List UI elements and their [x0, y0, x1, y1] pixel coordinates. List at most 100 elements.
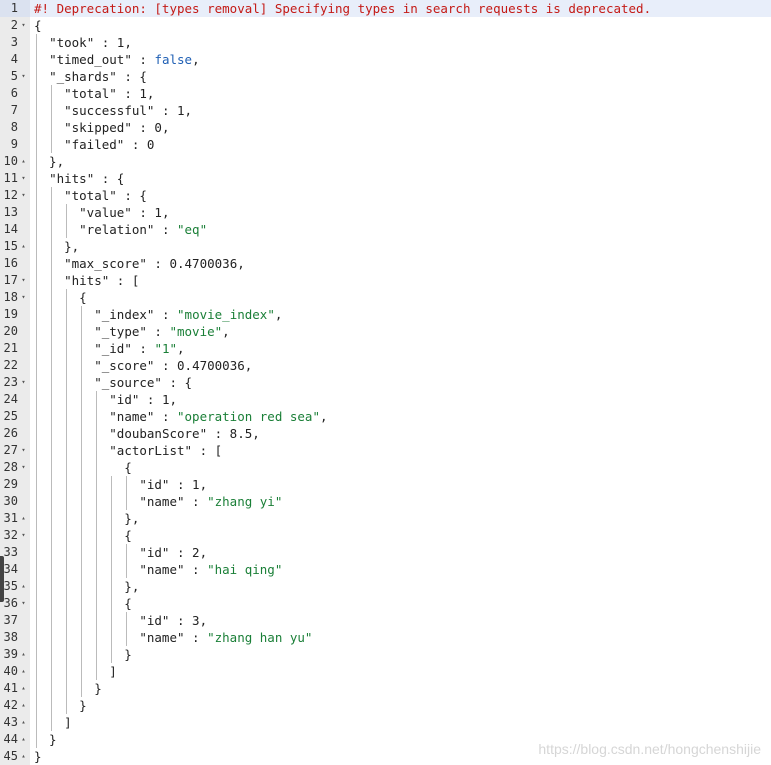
line-number: 38 — [3, 630, 18, 644]
watermark-text: https://blog.csdn.net/hongchenshijie — [538, 741, 761, 757]
fold-close-icon[interactable]: ▴ — [21, 157, 26, 165]
line-number: 1 — [10, 1, 18, 15]
deprecation-warning: #! Deprecation: [types removal] Specifyi… — [34, 1, 652, 16]
line-number: 45 — [3, 749, 18, 763]
code-line: 28▾ { — [0, 459, 771, 476]
scroll-marker[interactable] — [0, 556, 4, 602]
line-number: 26 — [3, 426, 18, 440]
code-line: 23▾ "_source" : { — [0, 374, 771, 391]
code-text: } — [34, 749, 42, 764]
fold-open-icon[interactable]: ▾ — [21, 174, 26, 182]
code-line: 37 "id" : 3, — [0, 612, 771, 629]
code-line: 39▴ } — [0, 646, 771, 663]
line-number: 21 — [3, 341, 18, 355]
indent-guide — [111, 476, 112, 663]
code-text: "actorList" : [ — [109, 443, 223, 458]
line-number: 27 — [3, 443, 18, 457]
code-line: 4 "timed_out" : false, — [0, 51, 771, 68]
code-text: { — [34, 290, 87, 305]
line-number-gutter — [0, 0, 30, 765]
fold-open-icon[interactable]: ▾ — [21, 191, 26, 199]
line-number: 29 — [3, 477, 18, 491]
code-line: 6 "total" : 1, — [0, 85, 771, 102]
code-line: 8 "skipped" : 0, — [0, 119, 771, 136]
line-number: 32 — [3, 528, 18, 542]
code-text: "_shards" : { — [49, 69, 147, 84]
line-number: 28 — [3, 460, 18, 474]
line-number: 41 — [3, 681, 18, 695]
line-number: 4 — [10, 52, 18, 66]
code-line: 12▾ "total" : { — [0, 187, 771, 204]
fold-open-icon[interactable]: ▾ — [21, 599, 26, 607]
line-number: 5 — [10, 69, 18, 83]
indent-guide — [96, 391, 97, 680]
fold-close-icon[interactable]: ▴ — [21, 701, 26, 709]
line-number: 30 — [3, 494, 18, 508]
fold-open-icon[interactable]: ▾ — [21, 446, 26, 454]
line-number: 36 — [3, 596, 18, 610]
fold-close-icon[interactable]: ▴ — [21, 735, 26, 743]
indent-guide — [66, 289, 67, 714]
fold-close-icon[interactable]: ▴ — [21, 514, 26, 522]
code-text: { — [34, 460, 132, 475]
code-line: 27▾ "actorList" : [ — [0, 442, 771, 459]
fold-close-icon[interactable]: ▴ — [21, 684, 26, 692]
code-text: } — [34, 647, 132, 662]
code-text: "total" : { — [64, 188, 147, 203]
fold-open-icon[interactable]: ▾ — [21, 463, 26, 471]
line-number: 33 — [3, 545, 18, 559]
code-line: 20 "_type" : "movie", — [0, 323, 771, 340]
fold-open-icon[interactable]: ▾ — [21, 531, 26, 539]
fold-close-icon[interactable]: ▴ — [21, 582, 26, 590]
fold-open-icon[interactable]: ▾ — [21, 21, 26, 29]
code-text: "id" : 1, — [109, 392, 178, 407]
line-number: 11 — [3, 171, 18, 185]
code-text: "successful" : 1, — [64, 103, 193, 118]
code-line: 24 "id" : 1, — [0, 391, 771, 408]
code-line: 19 "_index" : "movie_index", — [0, 306, 771, 323]
code-line: 44▴ } — [0, 731, 771, 748]
code-text: "name" : "hai qing" — [139, 562, 283, 577]
line-number: 15 — [3, 239, 18, 253]
fold-close-icon[interactable]: ▴ — [21, 718, 26, 726]
code-line: 38 "name" : "zhang han yu" — [0, 629, 771, 646]
fold-open-icon[interactable]: ▾ — [21, 276, 26, 284]
code-line: 17▾ "hits" : [ — [0, 272, 771, 289]
line-number: 9 — [10, 137, 18, 151]
code-text: "_score" : 0.4700036, — [94, 358, 253, 373]
line-number: 17 — [3, 273, 18, 287]
fold-open-icon[interactable]: ▾ — [21, 293, 26, 301]
code-text: "id" : 1, — [139, 477, 208, 492]
fold-close-icon[interactable]: ▴ — [21, 650, 26, 658]
line-number: 39 — [3, 647, 18, 661]
code-line: 1 #! Deprecation: [types removal] Specify… — [0, 0, 771, 17]
code-text: } — [34, 698, 87, 713]
line-number: 42 — [3, 698, 18, 712]
code-text: "_type" : "movie", — [94, 324, 230, 339]
indent-guide — [51, 85, 52, 153]
code-text: "value" : 1, — [79, 205, 170, 220]
fold-close-icon[interactable]: ▴ — [21, 242, 26, 250]
code-text: "skipped" : 0, — [64, 120, 170, 135]
indent-guide — [36, 34, 37, 748]
fold-open-icon[interactable]: ▾ — [21, 378, 26, 386]
code-text: "relation" : "eq" — [79, 222, 208, 237]
code-line: 32▾ { — [0, 527, 771, 544]
code-text: "_index" : "movie_index", — [94, 307, 283, 322]
code-line: 26 "doubanScore" : 8.5, — [0, 425, 771, 442]
fold-close-icon[interactable]: ▴ — [21, 667, 26, 675]
code-text: "name" : "zhang han yu" — [139, 630, 313, 645]
code-line: 34 "name" : "hai qing" — [0, 561, 771, 578]
code-text: { — [34, 528, 132, 543]
fold-close-icon[interactable]: ▴ — [21, 752, 26, 760]
code-line: 33 "id" : 2, — [0, 544, 771, 561]
code-line: 21 "_id" : "1", — [0, 340, 771, 357]
fold-open-icon[interactable]: ▾ — [21, 72, 26, 80]
code-line: 30 "name" : "zhang yi" — [0, 493, 771, 510]
line-number: 22 — [3, 358, 18, 372]
code-line: 42▴ } — [0, 697, 771, 714]
line-number: 16 — [3, 256, 18, 270]
code-line: 31▴ }, — [0, 510, 771, 527]
line-number: 14 — [3, 222, 18, 236]
